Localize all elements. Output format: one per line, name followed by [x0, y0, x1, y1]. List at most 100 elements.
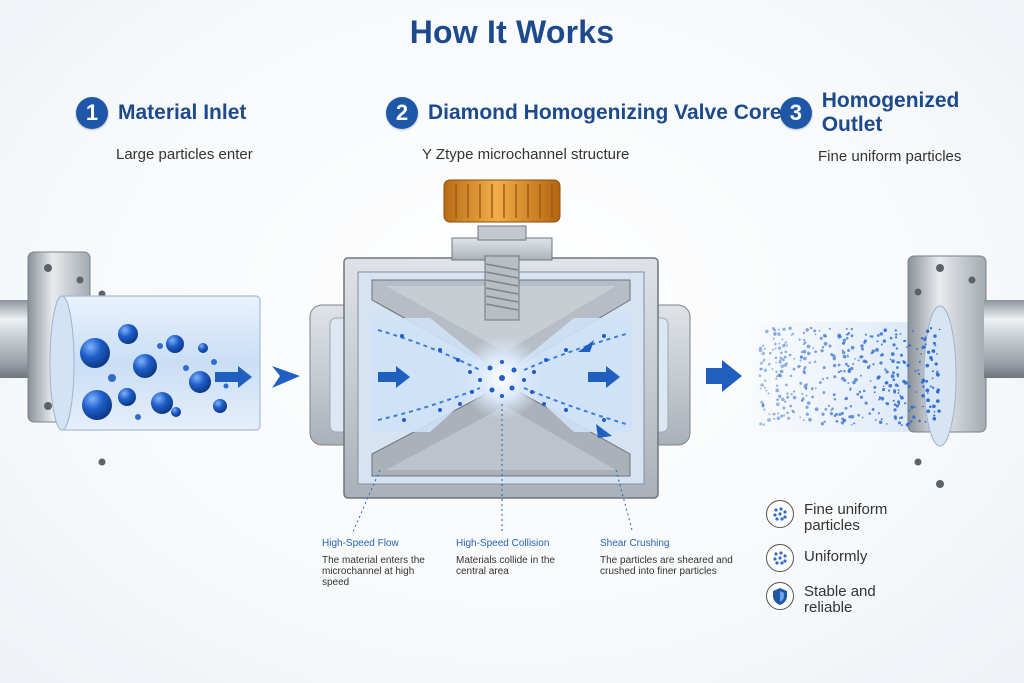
- fine-particle: [878, 420, 883, 424]
- fine-particle: [859, 374, 862, 377]
- fine-particle: [760, 383, 764, 387]
- fine-particle: [833, 375, 837, 379]
- fine-particle: [925, 379, 929, 383]
- fine-particle: [847, 382, 850, 384]
- fine-particle: [777, 346, 782, 350]
- fine-particle: [820, 349, 824, 353]
- step-label: Material Inlet: [118, 101, 247, 124]
- fine-particle: [885, 370, 889, 374]
- fine-particle: [924, 420, 927, 423]
- fine-particle: [837, 363, 841, 367]
- fine-particle: [782, 344, 786, 348]
- fine-particle: [814, 333, 817, 336]
- fine-particle: [759, 422, 763, 426]
- fine-particle: [826, 377, 829, 380]
- fine-particle: [799, 356, 803, 359]
- fine-particle: [889, 358, 892, 361]
- fine-particle: [765, 389, 768, 392]
- step-subtitle: Large particles enter: [116, 146, 253, 163]
- fine-particle: [893, 390, 897, 394]
- step-subtitle: Y Ztype microchannel structure: [422, 146, 630, 163]
- fine-particle: [897, 400, 901, 404]
- fine-particle: [864, 333, 868, 336]
- fine-particle: [787, 416, 791, 420]
- fine-particle: [848, 368, 851, 371]
- fine-particle: [779, 374, 783, 378]
- fine-particle: [830, 409, 833, 412]
- fine-particle: [803, 371, 807, 375]
- fine-particle: [935, 390, 939, 394]
- annotation-heading: High-Speed Collision: [456, 538, 550, 549]
- fine-particle: [805, 387, 808, 390]
- fine-particle: [792, 395, 797, 400]
- fine-particle: [828, 344, 832, 348]
- fine-particle: [844, 396, 849, 401]
- fine-particle: [893, 415, 897, 419]
- fine-particle: [850, 334, 854, 338]
- fine-particle: [785, 362, 788, 365]
- fine-particle: [792, 410, 795, 414]
- fine-particle: [774, 347, 777, 350]
- step-subtitle: Fine uniform particles: [818, 148, 962, 165]
- fine-particle: [799, 416, 801, 419]
- fine-particle: [805, 405, 809, 409]
- fine-particle: [841, 349, 844, 352]
- fine-particle: [903, 339, 907, 343]
- fine-particle: [845, 336, 849, 340]
- fine-particle: [852, 380, 856, 385]
- fine-particle: [783, 355, 787, 359]
- fine-particle: [818, 381, 822, 384]
- fine-particle: [844, 362, 848, 366]
- feature-label: Stable and reliable: [804, 583, 876, 616]
- annotation-shear-crushing: Shear Crushing The particles are sheared…: [600, 538, 750, 577]
- fine-particle: [844, 406, 848, 410]
- fine-particle: [883, 329, 887, 332]
- fine-particle: [898, 421, 901, 425]
- fine-particle: [868, 364, 871, 367]
- fine-particle: [861, 416, 864, 419]
- fine-particle: [918, 419, 921, 423]
- fine-particle: [933, 411, 936, 413]
- fine-particle: [892, 371, 895, 375]
- feature-uniformly: Uniformly: [766, 544, 906, 572]
- fine-particle: [915, 391, 918, 393]
- fine-particle: [821, 412, 825, 416]
- fine-particle: [833, 398, 837, 401]
- fine-particle: [876, 334, 880, 337]
- fine-particle: [799, 365, 802, 368]
- fine-particle: [892, 378, 896, 382]
- fine-particle: [781, 397, 785, 402]
- fine-particle: [761, 402, 765, 405]
- fine-particle: [902, 379, 906, 384]
- annotation-text: The particles are sheared and crushed in…: [600, 555, 733, 577]
- fine-particle: [905, 423, 910, 427]
- fine-particle: [900, 396, 904, 400]
- fine-particle: [889, 336, 893, 340]
- fine-particle: [790, 392, 793, 396]
- fine-particle: [849, 404, 853, 408]
- fine-particle: [850, 345, 855, 350]
- fine-particle: [923, 337, 927, 342]
- fine-particle: [896, 366, 899, 369]
- fine-particle: [925, 388, 930, 393]
- fine-particle: [899, 333, 902, 335]
- fine-particle: [882, 388, 886, 392]
- fine-particle: [803, 367, 806, 371]
- fine-particle: [936, 370, 939, 373]
- fine-particle: [780, 357, 783, 360]
- fine-particle: [786, 392, 789, 395]
- fine-particle: [761, 404, 764, 407]
- fine-particle: [857, 359, 860, 362]
- fine-particle: [822, 391, 826, 394]
- fine-particle: [801, 392, 804, 395]
- fine-particle: [924, 343, 927, 346]
- page-title: How It Works: [409, 14, 615, 50]
- fine-particle: [792, 332, 795, 335]
- fine-particle: [811, 395, 814, 399]
- fine-particle: [772, 337, 775, 340]
- fine-particle: [799, 359, 802, 362]
- fine-particle: [789, 404, 793, 408]
- fine-particle: [840, 370, 843, 373]
- flow-arrow-2: [706, 360, 742, 392]
- fine-particle: [773, 328, 777, 332]
